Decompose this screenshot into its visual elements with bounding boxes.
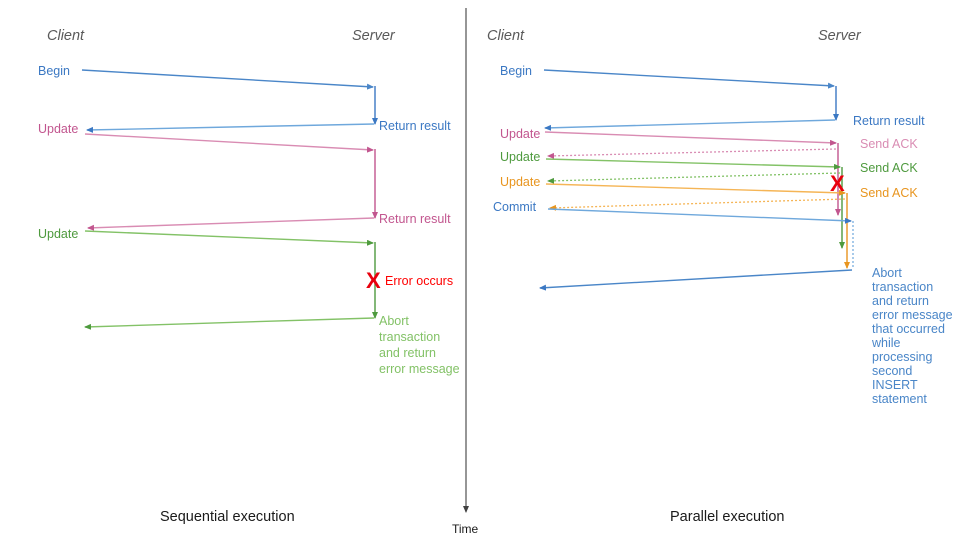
arrow-update-3: [545, 183, 846, 196]
right-label-update-3: Update: [500, 175, 540, 189]
right-label-send-ack-3: Send ACK: [860, 186, 918, 200]
right-label-commit: Commit: [493, 200, 537, 214]
right-abort-note: Abort transaction and return error messa…: [871, 266, 953, 406]
abort-note-line: error message: [379, 362, 460, 376]
abort-note-line: second: [872, 364, 912, 378]
abort-note-line: Abort: [872, 266, 902, 280]
right-panel-caption: Parallel execution: [670, 509, 784, 525]
arrow-commit: [547, 208, 852, 224]
left-actor-client: Client: [47, 28, 85, 44]
abort-note-line: statement: [872, 392, 927, 406]
arrow-return-result-2: [87, 217, 375, 231]
arrow-send-ack-3: [549, 198, 846, 211]
arrow-return-result: [544, 119, 836, 131]
left-actor-server: Server: [352, 28, 396, 44]
arrow-abort: [539, 269, 853, 291]
right-label-begin: Begin: [500, 64, 532, 78]
right-label-send-ack-2: Send ACK: [860, 161, 918, 175]
left-panel-caption: Sequential execution: [160, 509, 295, 525]
arrow-update-2: [545, 158, 841, 170]
arrow-abort: [84, 317, 375, 330]
time-axis-label: Time: [452, 522, 479, 536]
abort-note-line: while: [871, 336, 901, 350]
abort-note-line: transaction: [872, 280, 933, 294]
left-label-update-1: Update: [38, 122, 78, 136]
abort-note-line: transaction: [379, 330, 440, 344]
abort-note-line: Abort: [379, 314, 409, 328]
arrow-update-1: [84, 133, 374, 153]
left-label-return-result-1: Return result: [379, 119, 451, 133]
right-label-update-1: Update: [500, 127, 540, 141]
left-label-begin: Begin: [38, 64, 70, 78]
left-abort-note: Abort transaction and return error messa…: [379, 314, 460, 376]
left-panel-sequential: Client Server Begin Return result Update…: [38, 28, 460, 525]
abort-note-line: INSERT: [872, 378, 918, 392]
error-x-icon: X: [366, 268, 381, 293]
arrow-begin: [543, 69, 835, 89]
abort-note-line: error message: [872, 308, 953, 322]
error-x-icon: X: [830, 171, 845, 196]
arrow-begin: [81, 69, 374, 90]
left-label-update-2: Update: [38, 227, 78, 241]
right-actor-client: Client: [487, 28, 525, 44]
abort-note-line: and return: [872, 294, 929, 308]
abort-note-line: processing: [872, 350, 932, 364]
arrow-update-2: [84, 230, 374, 246]
arrow-send-ack-1: [547, 148, 837, 159]
abort-note-line: and return: [379, 346, 436, 360]
arrow-send-ack-2: [547, 172, 841, 184]
right-panel-parallel: Client Server Begin Return result Update…: [487, 28, 953, 525]
arrow-update-1: [544, 131, 837, 146]
right-actor-server: Server: [818, 28, 862, 44]
left-label-return-result-2: Return result: [379, 212, 451, 226]
right-label-send-ack-1: Send ACK: [860, 137, 918, 151]
right-label-update-2: Update: [500, 150, 540, 164]
abort-note-line: that occurred: [872, 322, 945, 336]
arrow-return-result-1: [86, 123, 375, 133]
left-label-error-occurs: Error occurs: [385, 274, 453, 288]
right-label-return-result: Return result: [853, 114, 925, 128]
